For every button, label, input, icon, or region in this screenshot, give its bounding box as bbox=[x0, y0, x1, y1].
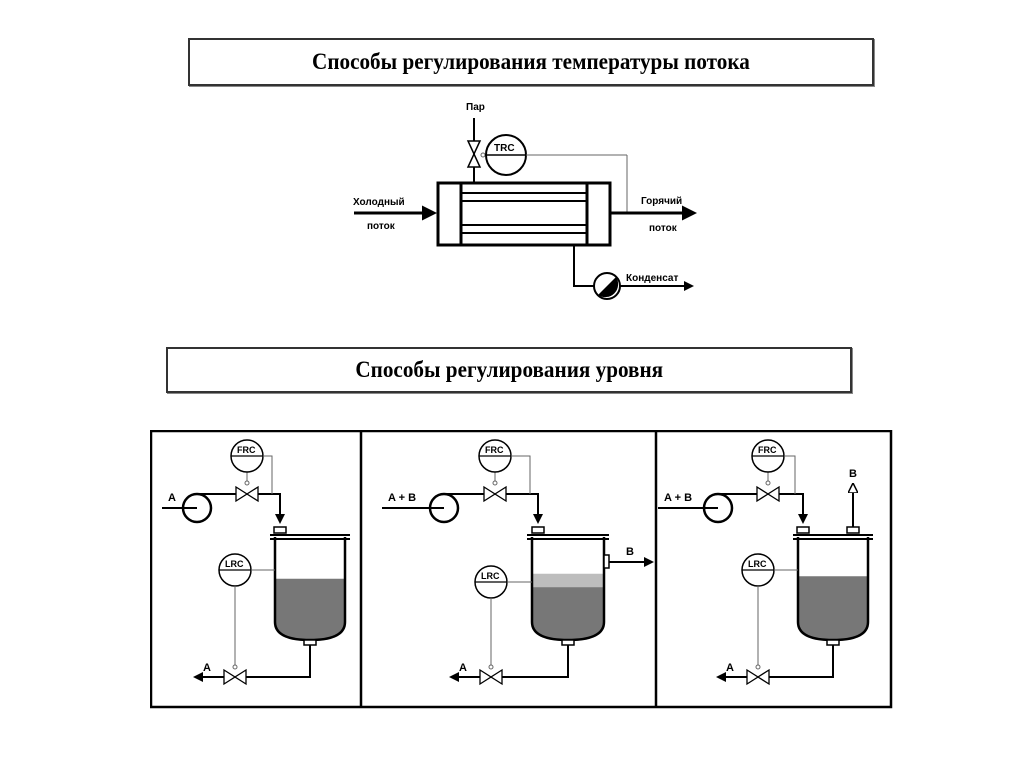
trc-controller-icon bbox=[485, 134, 527, 176]
inlet-nozzle bbox=[796, 526, 810, 534]
lrc-controller-label: LRC bbox=[481, 571, 500, 581]
bottom-outlet-label: A bbox=[726, 662, 734, 674]
feed-pipe bbox=[258, 493, 285, 524]
liquid-fill bbox=[798, 576, 868, 640]
condensate-line bbox=[573, 245, 594, 287]
level-scheme-2: A + B FRC LRC A B bbox=[382, 439, 654, 686]
bottom-outlet-pipe bbox=[769, 645, 834, 678]
valve-actuator-icon bbox=[765, 480, 771, 486]
valve-actuator-icon bbox=[480, 152, 486, 158]
temperature-control-title-text: Способы регулирования температуры потока bbox=[312, 49, 750, 74]
heat-exchanger-icon bbox=[436, 181, 612, 247]
liquid-fill bbox=[532, 587, 604, 640]
vapor-nozzle bbox=[846, 526, 860, 534]
inlet-label-2: поток bbox=[367, 221, 396, 232]
steam-trap-icon bbox=[593, 272, 621, 300]
lrc-controller-label: LRC bbox=[225, 559, 244, 569]
bottom-nozzle bbox=[826, 639, 840, 646]
feed-valve-icon bbox=[235, 485, 259, 503]
outlet-label-1: Горячий bbox=[641, 196, 682, 207]
frc-signal-line bbox=[784, 455, 796, 494]
valve-actuator-icon bbox=[488, 664, 494, 670]
frc-signal-line bbox=[263, 455, 273, 494]
bottom-outlet-pipe bbox=[246, 645, 311, 678]
inlet-nozzle bbox=[273, 526, 287, 534]
level-control-title: Способы регулирования уровня bbox=[166, 347, 852, 393]
feed-pipe bbox=[506, 493, 543, 524]
frc-controller: FRC bbox=[230, 439, 264, 473]
steam-label: Пар bbox=[466, 102, 485, 113]
steam-valve-icon bbox=[466, 140, 482, 168]
level-scheme-3: A + B FRC LRC A B bbox=[658, 439, 873, 686]
lrc-controller-label: LRC bbox=[748, 559, 767, 569]
bottom-outlet-label: A bbox=[459, 662, 467, 674]
valve-actuator-icon bbox=[755, 664, 761, 670]
feed-label: A bbox=[168, 492, 176, 504]
condensate-label: Конденсат bbox=[626, 273, 678, 284]
level-control-diagrams: A FRC LRC A A + B FRC LRC A B A + B FRC LRC A B bbox=[150, 430, 893, 709]
frc-controller: FRC bbox=[478, 439, 512, 473]
side-nozzle bbox=[603, 554, 610, 569]
outlet-valve-icon bbox=[223, 668, 247, 686]
feed-pipe bbox=[779, 493, 808, 524]
trc-label: TRC bbox=[494, 143, 515, 154]
lrc-controller: LRC bbox=[218, 553, 252, 587]
vapor-outlet-label: B bbox=[849, 468, 857, 480]
inlet-nozzle bbox=[531, 526, 545, 534]
frc-controller-label: FRC bbox=[237, 445, 256, 455]
lrc-controller: LRC bbox=[474, 565, 508, 599]
side-outlet-label: B bbox=[626, 546, 634, 558]
valve-actuator-icon bbox=[492, 480, 498, 486]
level-scheme-1: A FRC LRC A bbox=[162, 439, 350, 686]
lrc-controller: LRC bbox=[741, 553, 775, 587]
bottom-nozzle bbox=[303, 639, 317, 646]
inlet-label-1: Холодный bbox=[353, 197, 405, 208]
bottom-nozzle bbox=[561, 639, 575, 646]
temperature-control-title: Способы регулирования температуры потока bbox=[188, 38, 874, 86]
feed-label: A + B bbox=[664, 492, 692, 504]
feed-valve-icon bbox=[483, 485, 507, 503]
bottom-outlet-pipe bbox=[502, 645, 569, 678]
liquid-fill bbox=[275, 578, 345, 640]
feed-label: A + B bbox=[388, 492, 416, 504]
frc-controller-label: FRC bbox=[485, 445, 504, 455]
frc-controller-label: FRC bbox=[758, 445, 777, 455]
level-control-title-text: Способы регулирования уровня bbox=[355, 357, 663, 382]
valve-actuator-icon bbox=[244, 480, 250, 486]
frc-signal-line bbox=[511, 455, 531, 494]
valve-actuator-icon bbox=[232, 664, 238, 670]
bottom-outlet-label: A bbox=[203, 662, 211, 674]
frc-controller: FRC bbox=[751, 439, 785, 473]
outlet-label-2: поток bbox=[649, 223, 678, 234]
